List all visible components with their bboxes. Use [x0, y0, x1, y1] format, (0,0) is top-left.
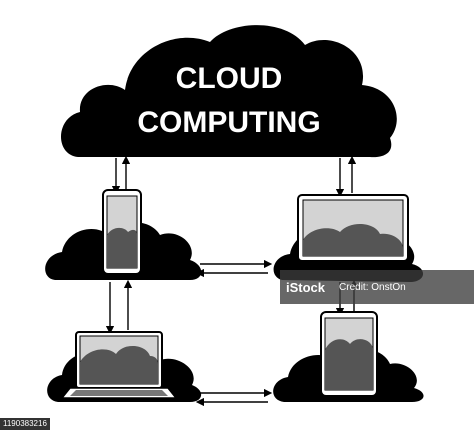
- watermark-overlay: iStock Credit: OnstOn: [280, 270, 474, 304]
- main-cloud: CLOUD COMPUTING: [60, 25, 397, 158]
- node-top-right: [273, 194, 424, 282]
- connectors: [105, 155, 359, 407]
- monitor-icon: [297, 194, 409, 273]
- watermark-credit: Credit: OnstOn: [339, 281, 406, 293]
- watermark-brand: iStock: [286, 279, 326, 295]
- tablet-icon: [320, 311, 378, 397]
- laptop-icon: [60, 331, 178, 399]
- node-top-left: [45, 189, 202, 280]
- node-bottom-left: [47, 331, 202, 402]
- node-bottom-right: [273, 311, 424, 402]
- smartphone-icon: [102, 189, 142, 275]
- title-line-2: COMPUTING: [137, 106, 320, 139]
- stock-id-label: 1190383216: [0, 418, 50, 430]
- title-line-1: CLOUD: [176, 62, 283, 95]
